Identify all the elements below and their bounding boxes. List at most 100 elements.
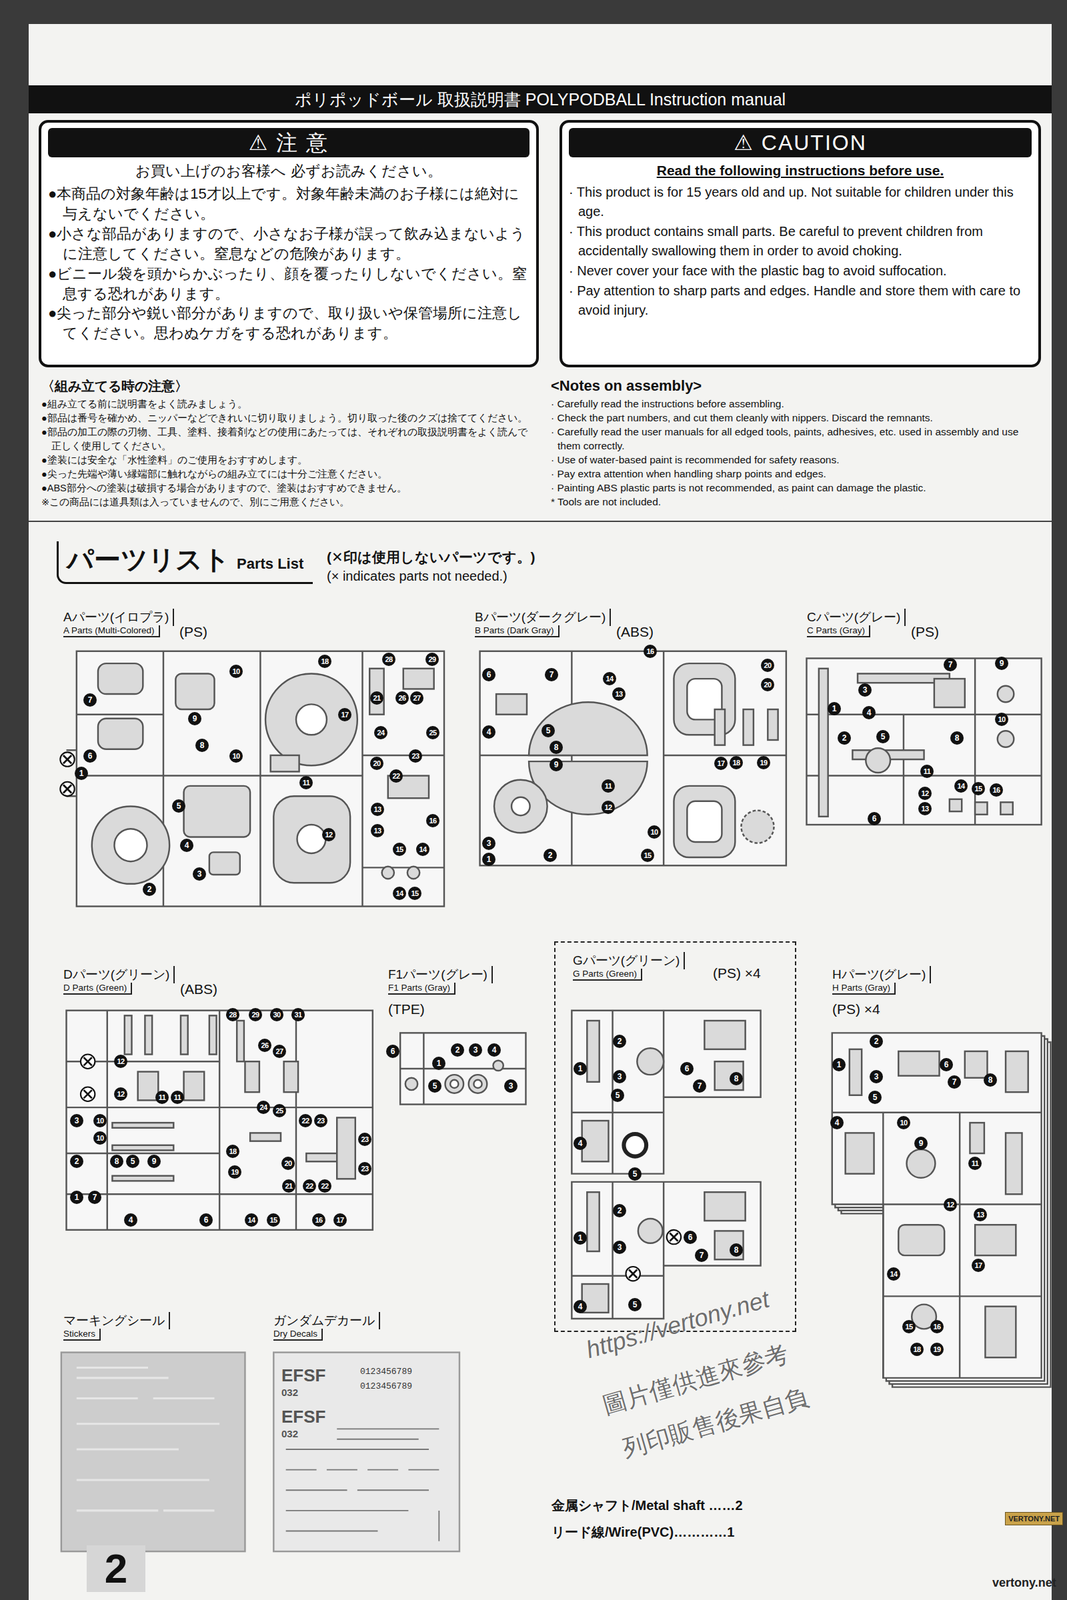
- callout-number: 1: [482, 852, 496, 867]
- callout-number: 8: [950, 731, 964, 745]
- part-group-label: F1パーツ(グレー): [388, 966, 493, 984]
- callout-number: 2: [869, 1034, 883, 1049]
- notes-item: ●ABS部分への塗装は破損する場合がありますので、塗装はおすすめできません。: [41, 481, 535, 496]
- body-text: · This product is for 15 years old and u…: [568, 182, 1032, 222]
- part-group-label: ガンダムデカール: [273, 1312, 381, 1330]
- callout-number: 10: [229, 664, 243, 679]
- callout-number: 18: [226, 1145, 240, 1159]
- decal-text: 0123456789: [360, 1367, 413, 1378]
- notes-item: · Use of water-based paint is recommende…: [550, 452, 1041, 467]
- callout-number: 18: [729, 756, 743, 770]
- callout-number: 16: [989, 783, 1003, 797]
- part-group-label: Cパーツ(グレー): [806, 608, 906, 627]
- callout-number: 5: [541, 724, 555, 738]
- notes-item: ※この商品には道具類は入っていませんので、別にご用意ください。: [41, 495, 535, 510]
- callout-number: 2: [142, 882, 157, 897]
- material-label: (ABS): [616, 624, 654, 641]
- callout-number: 13: [370, 824, 385, 838]
- header-title: ポリポッドボール 取扱説明書 POLYPODBALL Instruction m…: [28, 86, 1052, 113]
- watermark-logo: VERTONY.NET: [1004, 1512, 1063, 1526]
- callout-number: 12: [601, 800, 615, 815]
- callout-number: 11: [170, 1091, 185, 1105]
- callout-number: 8: [195, 738, 209, 753]
- callout-number: 29: [248, 1008, 263, 1022]
- heading-text: 2: [86, 1545, 146, 1593]
- decal-text: EFSF: [281, 1407, 326, 1428]
- part-group-label: Dry Decals: [273, 1329, 323, 1342]
- callout-number: 3: [504, 1079, 518, 1094]
- callout-number: 24: [374, 726, 388, 740]
- runner-a: [60, 651, 445, 907]
- callout-number: 7: [88, 1191, 102, 1205]
- callout-number: 13: [612, 687, 626, 701]
- callout-number: 19: [756, 756, 771, 770]
- caution-box: ⚠ CAUTIONRead the following instructions…: [559, 120, 1041, 368]
- callout-number: 3: [482, 836, 496, 851]
- body-text: ●本商品の対象年齢は15才以上です。対象年齢未満のお子様には絶対に与えないでくだ…: [48, 184, 530, 225]
- callout-number: 7: [692, 1079, 707, 1094]
- callout-number: 5: [610, 1089, 625, 1103]
- callout-number: 1: [573, 1062, 587, 1076]
- callout-number: 26: [258, 1038, 272, 1053]
- callout-number: 12: [918, 786, 932, 801]
- callout-number: 20: [370, 756, 384, 771]
- callout-number: 4: [124, 1213, 138, 1228]
- accessory-count: 金属シャフト/Metal shaft ……2: [551, 1497, 743, 1516]
- callout-number: 3: [612, 1241, 627, 1255]
- callout-number: 8: [729, 1243, 743, 1258]
- callout-number: 4: [573, 1300, 587, 1314]
- callout-number: 2: [543, 848, 557, 863]
- callout-number: 6: [482, 668, 496, 682]
- body-text: ●尖った部分や鋭い部分がありますので、取り扱いや保管場所に注意してください。思わ…: [48, 303, 530, 344]
- callout-number: 20: [760, 678, 775, 692]
- callout-number: 10: [93, 1131, 107, 1146]
- part-group-label: F1 Parts (Gray): [388, 982, 456, 995]
- callout-number: 30: [270, 1008, 284, 1022]
- callout-number: 5: [868, 1091, 882, 1105]
- callout-number: 17: [714, 756, 728, 771]
- material-label: (PS): [179, 624, 208, 641]
- callout-number: 3: [858, 683, 872, 697]
- callout-number: 6: [199, 1213, 213, 1228]
- callout-number: 26: [395, 691, 409, 705]
- callout-number: 25: [272, 1104, 287, 1118]
- material-label: (PS) ×4: [832, 1001, 881, 1018]
- part-group-label: D Parts (Green): [63, 982, 133, 995]
- notes-item: · Carefully read the user manuals for al…: [550, 424, 1041, 453]
- callout-number: 31: [291, 1008, 305, 1022]
- callout-number: 8: [110, 1155, 124, 1169]
- body-text: Parts List: [236, 555, 304, 573]
- callout-number: 8: [549, 740, 563, 755]
- callout-number: 9: [549, 758, 563, 772]
- callout-number: 28: [226, 1008, 240, 1022]
- callout-number: 9: [994, 656, 1009, 671]
- callout-number: 3: [468, 1043, 483, 1057]
- callout-number: 11: [155, 1091, 169, 1105]
- decal-text: 0123456789: [360, 1381, 413, 1392]
- decal-text: 032: [281, 1428, 299, 1440]
- notes-item: · Painting ABS plastic parts is not reco…: [550, 480, 1041, 495]
- notes-item: ●部品は番号を確かめ、ニッパーなどできれいに切り取りましょう。切り取った後のクズ…: [41, 411, 535, 426]
- callout-number: 17: [333, 1213, 347, 1228]
- callout-number: 29: [425, 652, 439, 667]
- callout-number: 9: [147, 1155, 161, 1169]
- part-group-label: Dパーツ(グリーン): [63, 966, 175, 984]
- callout-number: 14: [886, 1267, 901, 1282]
- runner-g: [571, 1010, 761, 1320]
- callout-number: 3: [869, 1070, 883, 1084]
- callout-number: 2: [837, 731, 851, 745]
- caution-box: ⚠ 注 意お買い上げのお客様へ 必ずお読みください。●本商品の対象年齢は15才以…: [38, 120, 539, 368]
- callout-number: 12: [943, 1198, 957, 1212]
- callout-number: 5: [876, 730, 890, 744]
- callout-number: 15: [392, 842, 407, 857]
- part-group-label: H Parts (Gray): [832, 982, 896, 995]
- callout-number: 20: [281, 1157, 295, 1171]
- callout-number: 7: [544, 668, 559, 682]
- callout-number: 11: [299, 776, 313, 790]
- callout-number: 2: [612, 1034, 627, 1049]
- callout-number: 2: [450, 1043, 465, 1057]
- callout-number: 10: [647, 825, 661, 839]
- runner-c: [806, 658, 1041, 825]
- notes-heading: 〈組み立てる時の注意〉: [41, 377, 535, 396]
- callout-number: 21: [282, 1179, 296, 1194]
